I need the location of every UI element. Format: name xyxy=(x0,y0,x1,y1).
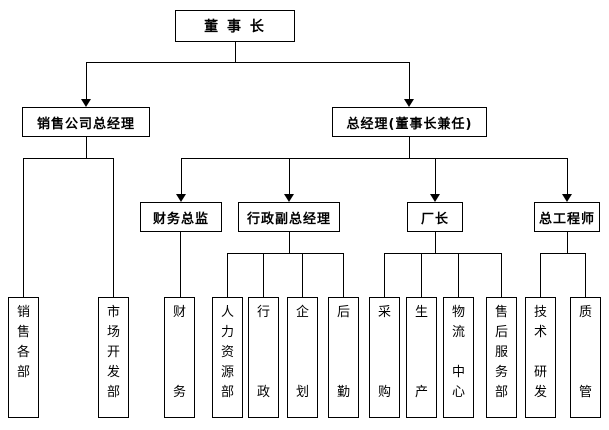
node-planning: 企 划 xyxy=(287,297,318,418)
node-label: 人 力 资 源 部 xyxy=(220,305,234,400)
node-logistics-support: 后 勤 xyxy=(328,297,359,418)
connector-to-admin xyxy=(263,253,264,297)
node-logistics-center: 物 流 中 心 xyxy=(443,297,474,418)
node-after-sales-service-dept: 售 后 服 务 部 xyxy=(486,297,517,418)
connector-to-chief-engineer xyxy=(567,158,568,194)
arrow-down-icon xyxy=(404,99,414,107)
node-label: 质 管 xyxy=(578,305,592,400)
connector-to-tech-rnd xyxy=(540,253,541,297)
node-finance-director: 财务总监 xyxy=(140,202,222,232)
node-sales-departments: 销 售 各 部 xyxy=(8,297,39,418)
node-label: 行 政 xyxy=(256,305,270,400)
node-procurement: 采 购 xyxy=(369,297,400,418)
arrow-down-icon xyxy=(284,194,294,202)
connector-to-production xyxy=(421,253,422,297)
connector-sales-gm-stem xyxy=(86,137,87,158)
connector-to-logistics-support xyxy=(343,253,344,297)
arrow-down-icon xyxy=(81,99,91,107)
node-label: 总工程师 xyxy=(538,211,595,227)
node-admin: 行 政 xyxy=(248,297,279,418)
node-label: 物 流 中 心 xyxy=(451,305,465,400)
arrow-down-icon xyxy=(176,194,186,202)
connector-to-procurement xyxy=(384,253,385,297)
connector-admin-deputy-stem xyxy=(289,232,290,253)
node-label: 市 场 开 发 部 xyxy=(106,305,120,400)
node-production: 生 产 xyxy=(406,297,437,418)
connector-gm-bar xyxy=(181,158,568,159)
connector-admin-deputy-bar xyxy=(227,253,344,254)
node-label: 生 产 xyxy=(414,305,428,400)
connector-factory-stem xyxy=(435,232,436,253)
connector-gm-stem xyxy=(409,137,410,158)
node-label: 销售公司总经理 xyxy=(36,116,135,132)
connector-to-general-manager xyxy=(409,62,410,99)
node-tech-rnd: 技 术 研 发 xyxy=(525,297,556,418)
connector-sales-gm-bar xyxy=(23,158,114,159)
node-sales-company-gm: 销售公司总经理 xyxy=(22,107,150,137)
connector-to-admin-deputy-gm xyxy=(289,158,290,194)
connector-to-hr-dept xyxy=(227,253,228,297)
node-label: 财 务 xyxy=(172,305,186,400)
node-finance: 财 务 xyxy=(164,297,195,418)
node-admin-deputy-gm: 行政副总经理 xyxy=(238,202,340,232)
connector-to-finance-director xyxy=(181,158,182,194)
node-label: 董 事 长 xyxy=(204,19,266,35)
node-label: 行政副总经理 xyxy=(246,211,331,227)
connector-to-sales-gm xyxy=(86,62,87,99)
node-chief-engineer: 总工程师 xyxy=(534,202,600,232)
connector-chairman-bar xyxy=(86,62,410,63)
node-label: 企 划 xyxy=(295,305,309,400)
node-label: 售 后 服 务 部 xyxy=(494,305,508,400)
connector-to-factory-director xyxy=(435,158,436,194)
node-market-development-dept: 市 场 开 发 部 xyxy=(98,297,129,418)
node-label: 销 售 各 部 xyxy=(16,305,30,380)
arrow-down-icon xyxy=(562,194,572,202)
connector-to-sales-departments xyxy=(23,158,24,297)
connector-to-finance xyxy=(180,232,181,297)
node-quality-mgmt: 质 管 xyxy=(570,297,601,418)
arrow-down-icon xyxy=(430,194,440,202)
node-hr-dept: 人 力 资 源 部 xyxy=(212,297,243,418)
node-label: 后 勤 xyxy=(336,305,350,400)
node-label: 厂长 xyxy=(420,211,449,227)
connector-chairman-stem xyxy=(235,42,236,62)
node-general-manager: 总经理(董事长兼任) xyxy=(332,107,487,137)
connector-to-logistics-center xyxy=(458,253,459,297)
node-label: 采 购 xyxy=(377,305,391,400)
node-label: 总经理(董事长兼任) xyxy=(346,116,473,132)
connector-chief-engineer-stem xyxy=(567,232,568,253)
node-factory-director: 厂长 xyxy=(407,202,463,232)
connector-to-planning xyxy=(302,253,303,297)
node-label: 财务总监 xyxy=(152,211,209,227)
connector-to-quality-mgmt xyxy=(585,253,586,297)
connector-factory-bar xyxy=(384,253,502,254)
node-label: 技 术 研 发 xyxy=(533,305,547,400)
connector-to-after-sales-dept xyxy=(501,253,502,297)
connector-to-market-dev-dept xyxy=(113,158,114,297)
node-chairman: 董 事 长 xyxy=(175,10,295,42)
connector-chief-engineer-bar xyxy=(540,253,586,254)
